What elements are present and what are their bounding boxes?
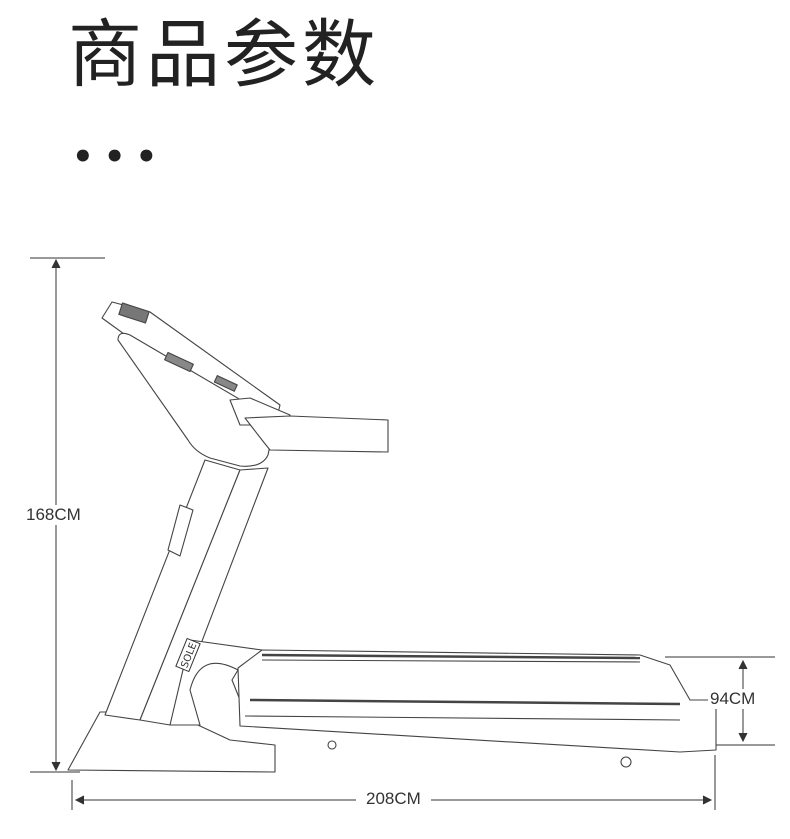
page-title: 商品参数 [68, 12, 380, 98]
deck-height-label: 94CM [708, 689, 758, 709]
height-label: 168CM [24, 505, 83, 525]
ellipsis-dots: ••• [72, 137, 168, 177]
length-label: 208CM [356, 789, 431, 809]
treadmill-drawing [67, 301, 717, 773]
